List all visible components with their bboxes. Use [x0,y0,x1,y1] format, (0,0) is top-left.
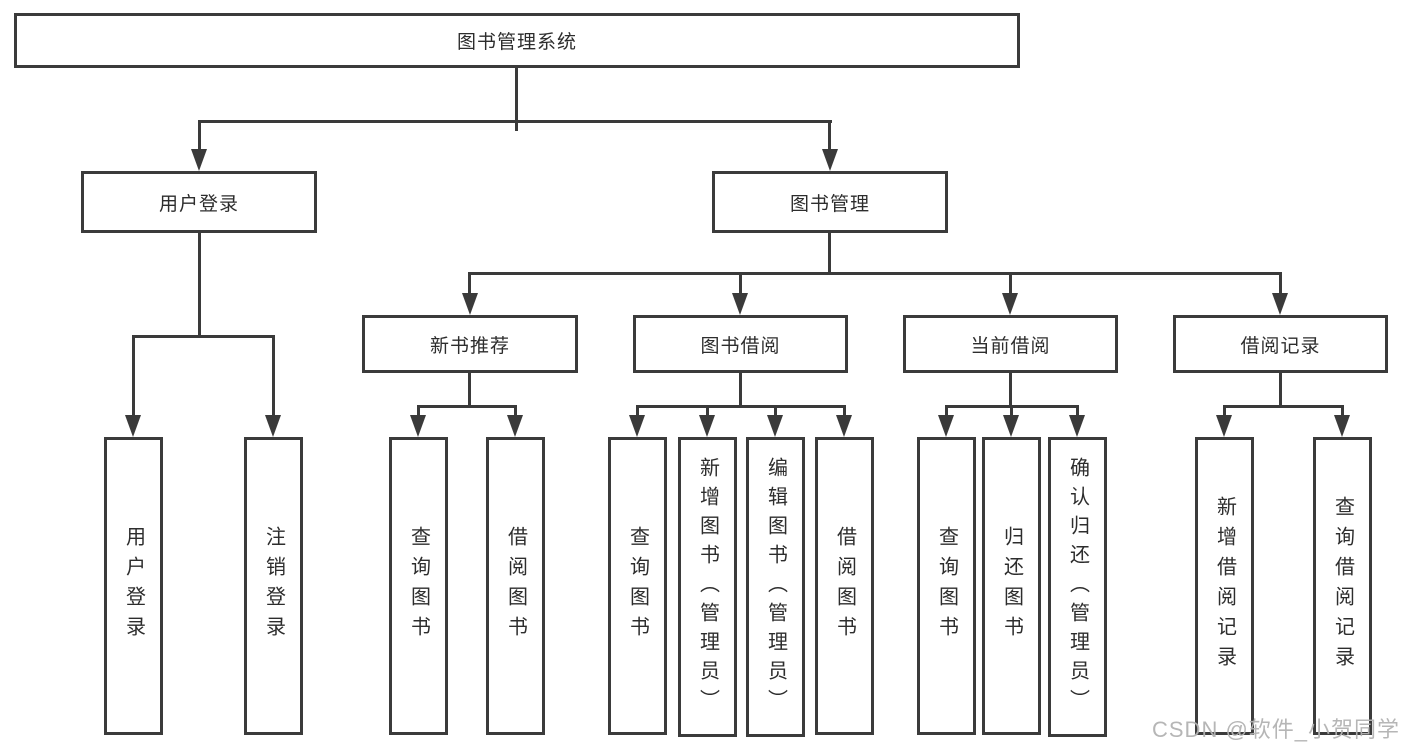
node-user-login: 用户登录 [81,171,317,233]
connector-line [843,405,846,417]
node-new-book-recommend: 新书推荐 [362,315,578,373]
node-label: 新增图书（管理员） [696,456,719,718]
arrow-down-icon [265,415,281,437]
arrow-down-icon [191,149,207,171]
connector-line [1076,405,1079,417]
leaf-current-query-books: 查询图书 [917,437,976,735]
node-label: 图书管理系统 [456,32,577,53]
connector-line [468,272,471,293]
node-label: 图书管理 [789,193,870,215]
connector-line [514,405,517,417]
arrow-down-icon [1334,415,1350,437]
arrow-down-icon [1002,293,1018,315]
node-book-management: 图书管理 [712,171,948,233]
arrow-down-icon [125,415,141,437]
node-label: 借阅图书 [833,526,856,646]
leaf-borrow-add-books-admin: 新增图书（管理员） [678,437,737,737]
arrow-down-icon [767,415,783,437]
connector-line [1279,272,1282,293]
leaf-borrow-query-books: 查询图书 [608,437,667,735]
arrow-down-icon [410,415,426,437]
connector-line [198,120,201,152]
leaf-logout: 注销登录 [244,437,303,735]
leaf-user-login: 用户登录 [104,437,163,735]
node-label: 查询图书 [626,526,649,646]
node-label: 确认归还（管理员） [1066,456,1089,718]
node-label: 借阅记录 [1240,335,1321,357]
connector-line [774,405,777,417]
node-label: 查询图书 [407,526,430,646]
arrow-down-icon [629,415,645,437]
node-label: 新书推荐 [429,335,510,357]
leaf-recommend-borrow-books: 借阅图书 [486,437,545,735]
arrow-down-icon [938,415,954,437]
node-label: 用户登录 [122,526,145,646]
node-book-borrow: 图书借阅 [633,315,848,373]
leaf-records-add-record: 新增借阅记录 [1195,437,1254,735]
connector-line [636,405,639,417]
node-borrow-records: 借阅记录 [1173,315,1388,373]
connector-line [706,405,709,417]
leaf-borrow-edit-books-admin: 编辑图书（管理员） [746,437,805,737]
arrow-down-icon [1216,415,1232,437]
arrow-down-icon [822,149,838,171]
leaf-records-query-record: 查询借阅记录 [1313,437,1372,735]
connector-line [198,120,832,123]
arrow-down-icon [1069,415,1085,437]
node-label: 当前借阅 [970,335,1051,357]
leaf-current-return-books: 归还图书 [982,437,1041,735]
arrow-down-icon [836,415,852,437]
connector-line [1223,405,1344,408]
connector-line [468,272,1282,275]
connector-line [1009,373,1012,407]
arrow-down-icon [462,293,478,315]
connector-line [945,405,948,417]
arrow-down-icon [1272,293,1288,315]
connector-line [1010,405,1013,417]
connector-line [1223,405,1226,417]
arrow-down-icon [1003,415,1019,437]
connector-line [828,120,831,152]
node-label: 借阅图书 [504,526,527,646]
connector-line [1279,373,1282,407]
connector-line [198,233,201,337]
connector-line [636,405,846,408]
node-label: 编辑图书（管理员） [764,456,787,718]
leaf-borrow-borrow-books: 借阅图书 [815,437,874,735]
node-label: 查询图书 [935,526,958,646]
connector-line [1009,272,1012,293]
connector-line [417,405,420,417]
connector-line [417,405,517,408]
connector-line [468,373,471,407]
arrow-down-icon [732,293,748,315]
leaf-recommend-query-books: 查询图书 [389,437,448,735]
csdn-watermark: CSDN @软件_小贺同学 [1152,717,1401,742]
connector-line [132,335,135,415]
node-current-borrow: 当前借阅 [903,315,1118,373]
arrow-down-icon [699,415,715,437]
arrow-down-icon [507,415,523,437]
connector-line [739,272,742,293]
node-root: 图书管理系统 [14,13,1020,68]
connector-line [272,335,275,415]
connector-line [739,373,742,407]
node-label: 注销登录 [262,526,285,646]
node-label: 归还图书 [1000,526,1023,646]
connector-line [1341,405,1344,417]
node-label: 图书借阅 [700,335,781,357]
node-label: 查询借阅记录 [1331,496,1354,676]
connector-line [132,335,275,338]
connector-line [515,68,518,131]
connector-line [828,233,831,275]
node-label: 用户登录 [158,193,239,215]
node-label: 新增借阅记录 [1213,496,1236,676]
leaf-current-confirm-return-admin: 确认归还（管理员） [1048,437,1107,737]
